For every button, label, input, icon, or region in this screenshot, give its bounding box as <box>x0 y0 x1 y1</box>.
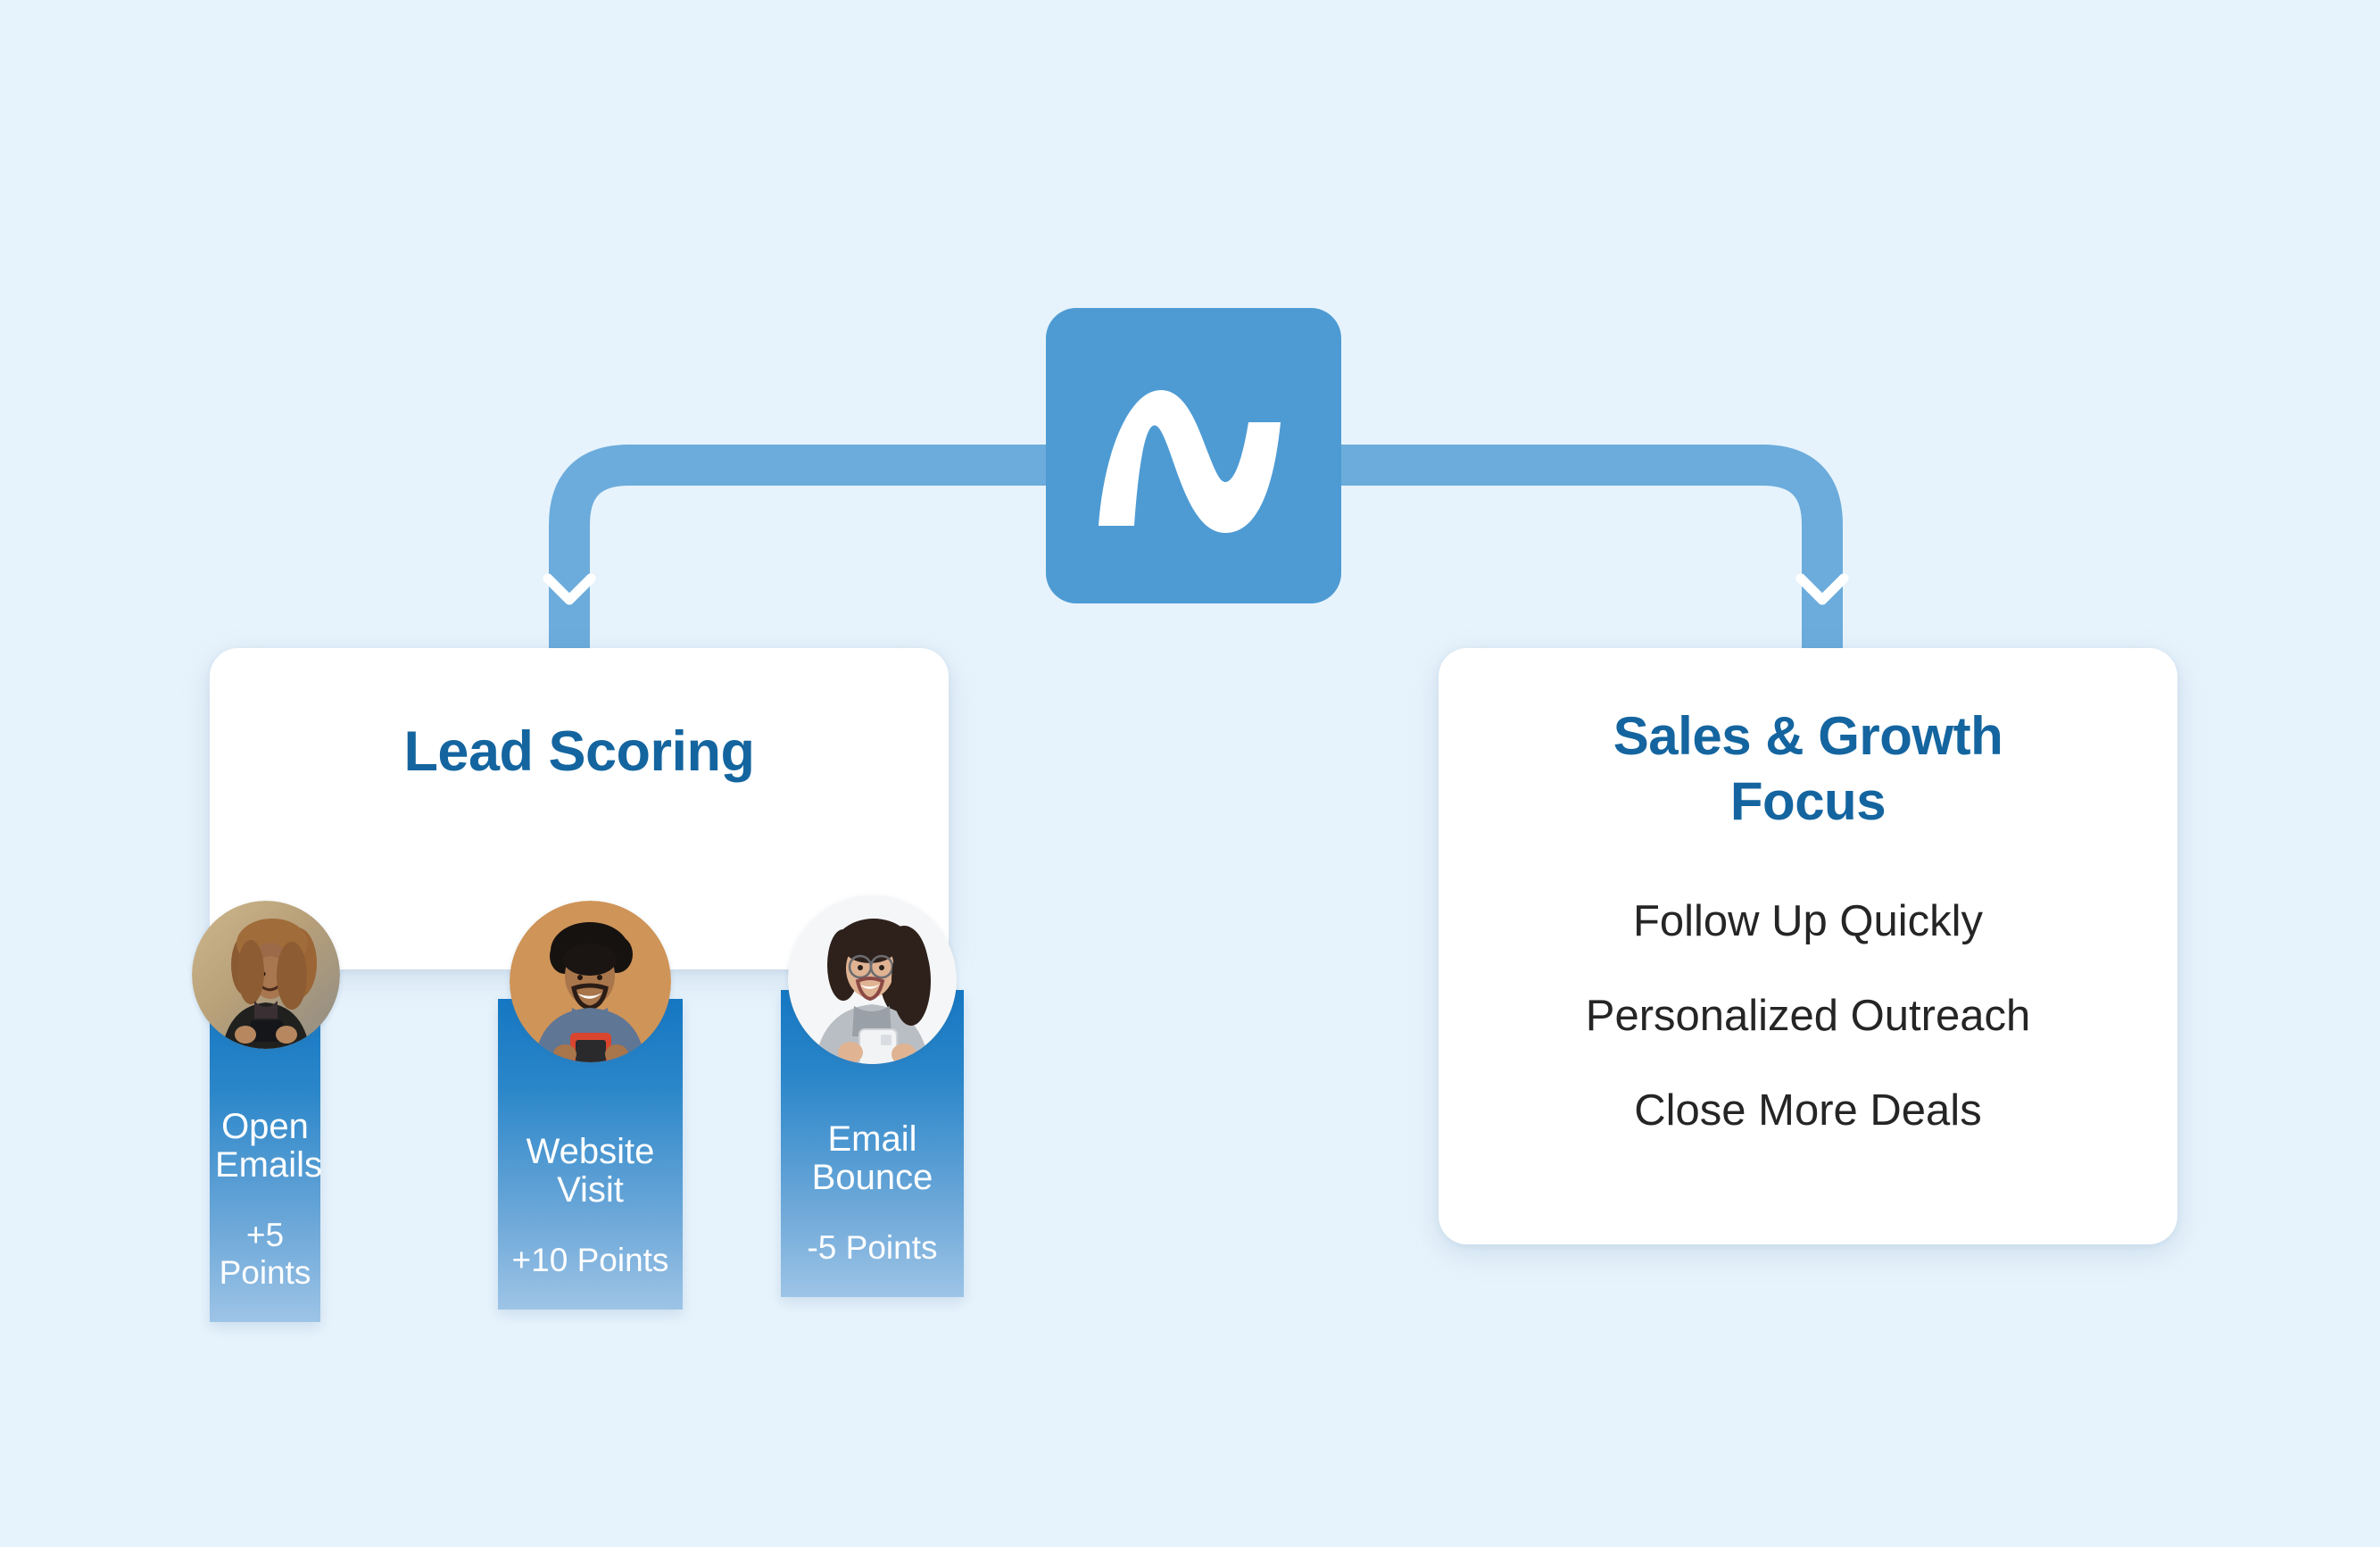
focus-item-close-more-deals: Close More Deals <box>1634 1086 1982 1135</box>
avatar-woman-curly-hair-phone <box>192 901 340 1049</box>
score-label-website-visit: Website Visit <box>526 1132 655 1210</box>
focus-list: Follow Up Quickly Personalized Outreach … <box>1439 900 2177 1133</box>
score-label-open-emails: Open Emails <box>215 1107 323 1185</box>
connector-left-path <box>549 445 1046 678</box>
score-label-email-bounce: Email Bounce <box>811 1119 933 1198</box>
focus-item-follow-up: Follow Up Quickly <box>1632 897 1984 946</box>
wave-logo-icon <box>1098 389 1281 533</box>
chevron-down-icon-right <box>1795 573 1849 605</box>
sales-growth-focus-title: Sales & Growth Focus <box>1613 706 2003 832</box>
avatar-woman-glasses-phone <box>788 895 957 1064</box>
score-panel-open-emails: Open Emails +5 Points <box>210 997 323 1323</box>
chevron-down-icon-left <box>543 573 596 605</box>
sales-growth-focus-card: Sales & Growth Focus Follow Up Quickly P… <box>1439 648 2177 1244</box>
focus-item-personalized-outreach: Personalized Outreach <box>1585 992 2031 1041</box>
lead-scoring-title: Lead Scoring <box>403 720 755 783</box>
connector-right-path <box>1341 445 1843 678</box>
avatar-man-curly-hair-phone <box>510 901 671 1062</box>
score-points-open-emails: +5 Points <box>219 1217 311 1292</box>
score-points-website-visit: +10 Points <box>511 1242 669 1279</box>
brand-logo-node <box>1046 308 1341 603</box>
score-points-email-bounce: -5 Points <box>807 1229 938 1267</box>
